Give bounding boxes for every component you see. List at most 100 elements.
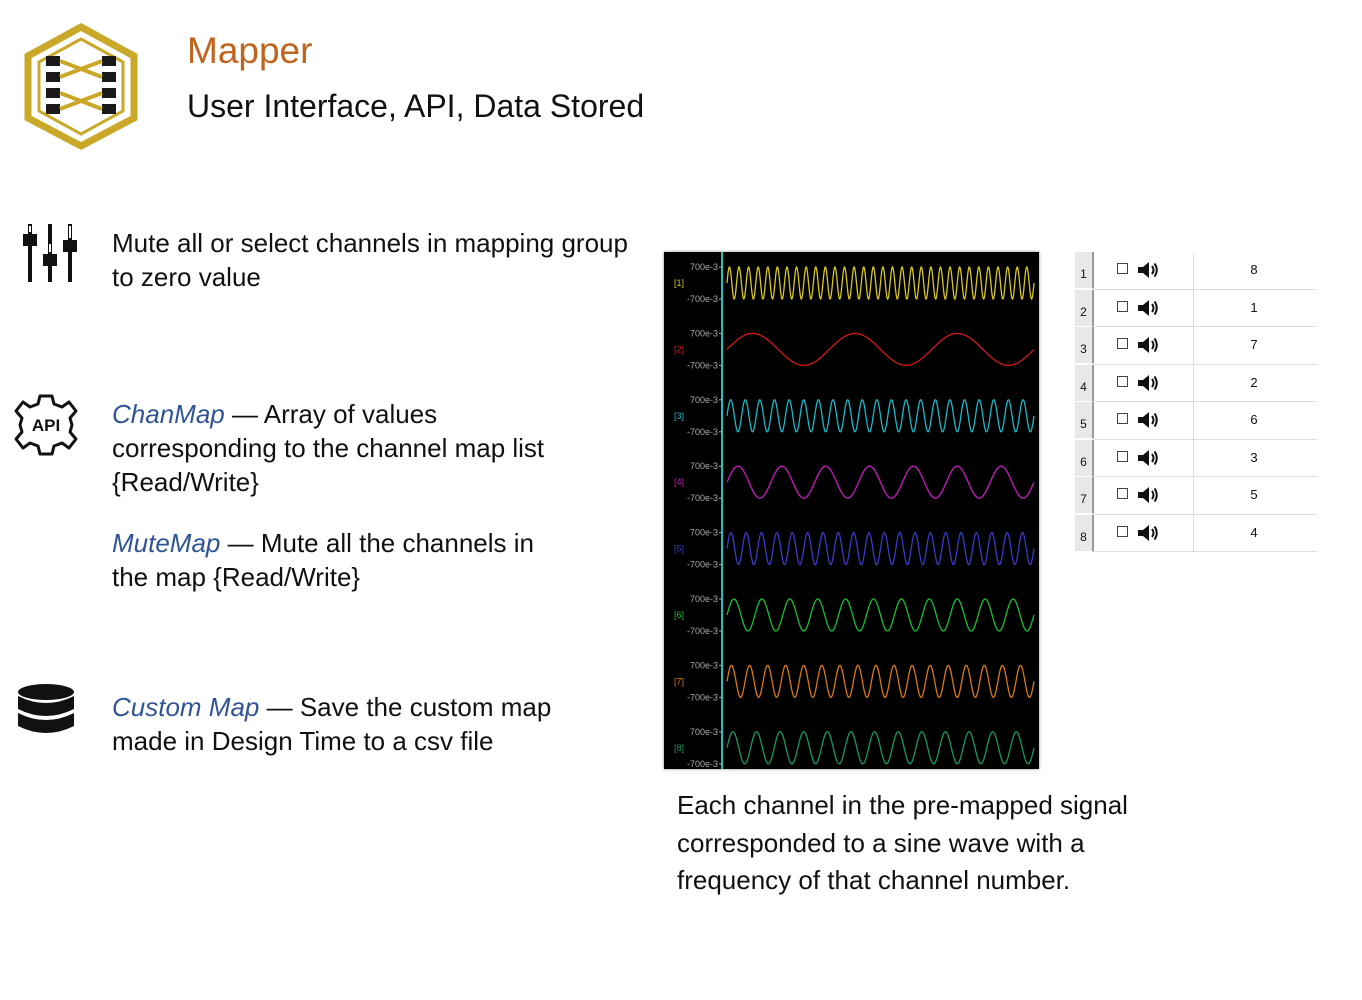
- chanmap-keyword: ChanMap: [112, 399, 225, 429]
- mutemap-line2: the map {Read/Write}: [112, 562, 361, 592]
- column-divider: [1193, 402, 1194, 439]
- ui-feature-line1: Mute all or select channels in mapping g…: [112, 228, 628, 258]
- tick-label-top: 700e-3: [690, 528, 718, 538]
- svg-text:API: API: [32, 416, 60, 435]
- mute-checkbox[interactable]: [1117, 375, 1128, 387]
- channel-label: [6]: [674, 610, 684, 620]
- tick-label-top: 700e-3: [690, 660, 718, 670]
- speaker-icon[interactable]: [1136, 410, 1160, 430]
- mutemap-line1: — Mute all the channels in: [220, 528, 535, 558]
- channel-value[interactable]: 6: [1250, 412, 1258, 427]
- caption: Each channel in the pre-mapped signal co…: [677, 787, 1237, 900]
- speaker-icon[interactable]: [1136, 523, 1160, 543]
- mute-checkbox[interactable]: [1117, 413, 1128, 424]
- tick-label-bottom: -700e-3: [687, 294, 718, 304]
- speaker-icon[interactable]: [1136, 298, 1160, 318]
- speaker-icon[interactable]: [1136, 260, 1160, 280]
- api-gear-icon: API: [14, 392, 78, 458]
- column-divider: [1193, 477, 1194, 514]
- mute-checkbox[interactable]: [1117, 263, 1128, 274]
- channel-label: [8]: [674, 743, 684, 753]
- chanmap-line2: corresponding to the channel map list: [112, 433, 545, 463]
- channel-value[interactable]: 7: [1250, 337, 1258, 352]
- waveform-svg: 700e-3-700e-3[1]700e-3-700e-3[2]700e-3-7…: [674, 252, 1035, 769]
- tick-label-bottom: -700e-3: [687, 759, 718, 769]
- channel-waveform: [726, 531, 1035, 566]
- custommap-keyword: Custom Map: [112, 692, 260, 722]
- mute-checkbox[interactable]: [1117, 300, 1128, 312]
- chanmap-text: ChanMap — Array of values corresponding …: [112, 397, 632, 499]
- database-icon: [16, 682, 76, 742]
- tick-label-top: 700e-3: [690, 727, 718, 737]
- row-divider: [1094, 551, 1317, 552]
- channel-label: [1]: [674, 278, 684, 288]
- mute-checkbox[interactable]: [1117, 488, 1128, 499]
- tick-label-bottom: -700e-3: [687, 692, 718, 702]
- caption-line3: frequency of that channel number.: [677, 865, 1071, 895]
- tick-label-bottom: -700e-3: [687, 560, 718, 570]
- speaker-icon[interactable]: [1136, 448, 1160, 468]
- speaker-icon[interactable]: [1136, 373, 1160, 393]
- channel-waveform: [726, 266, 1035, 300]
- waveform-graph: 700e-3-700e-3[1]700e-3-700e-3[2]700e-3-7…: [664, 252, 1039, 769]
- column-divider: [1193, 364, 1194, 402]
- row-index: 7: [1075, 477, 1094, 514]
- channel-waveform: [726, 399, 1035, 433]
- channel-label: [4]: [674, 477, 684, 487]
- mute-checkbox[interactable]: [1117, 450, 1128, 462]
- tick-label-top: 700e-3: [690, 594, 718, 604]
- row-index: 1: [1075, 252, 1094, 289]
- tick-label-bottom: -700e-3: [687, 493, 718, 503]
- channel-value[interactable]: 3: [1250, 449, 1258, 465]
- column-divider: [1193, 327, 1194, 364]
- custommap-text: Custom Map — Save the custom map made in…: [112, 690, 632, 758]
- column-divider: [1193, 514, 1194, 552]
- column-divider: [1193, 289, 1194, 327]
- tick-label-bottom: -700e-3: [687, 360, 718, 370]
- chanmap-line1: — Array of values: [224, 399, 438, 429]
- row-divider: [1094, 438, 1317, 440]
- tick-label-top: 700e-3: [690, 262, 718, 272]
- row-divider: [1094, 326, 1317, 327]
- mute-checkbox[interactable]: [1117, 525, 1128, 537]
- row-index: 8: [1075, 514, 1094, 552]
- tick-label-bottom: -700e-3: [687, 626, 718, 636]
- channel-value[interactable]: 8: [1250, 262, 1258, 277]
- mapper-logo: [22, 22, 140, 150]
- caption-line1: Each channel in the pre-mapped signal: [677, 790, 1128, 820]
- caption-line2: corresponded to a sine wave with a: [677, 827, 1085, 858]
- channel-waveform: [726, 598, 1035, 632]
- channel-label: [2]: [674, 344, 684, 354]
- chanmap-line3: {Read/Write}: [112, 467, 259, 497]
- tick-label-top: 700e-3: [690, 461, 718, 471]
- page-subtitle: User Interface, API, Data Stored: [187, 88, 645, 124]
- channel-value[interactable]: 5: [1250, 487, 1258, 502]
- row-divider: [1094, 288, 1317, 290]
- channel-label: [7]: [674, 676, 684, 686]
- row-divider: [1094, 363, 1317, 365]
- channel-value[interactable]: 4: [1250, 524, 1258, 540]
- ui-feature-line2: to zero value: [112, 262, 261, 292]
- row-index: 6: [1075, 439, 1094, 477]
- mute-checkbox[interactable]: [1117, 338, 1128, 349]
- channel-value[interactable]: 2: [1250, 374, 1258, 390]
- channel-value[interactable]: 1: [1250, 299, 1258, 315]
- channel-label: [3]: [674, 411, 684, 421]
- channel-waveform: [726, 332, 1035, 367]
- row-index: 4: [1075, 364, 1094, 402]
- tick-label-top: 700e-3: [690, 328, 718, 338]
- speaker-icon[interactable]: [1136, 485, 1160, 505]
- mutemap-text: MuteMap — Mute all the channels in the m…: [112, 526, 632, 594]
- ui-feature-text: Mute all or select channels in mapping g…: [112, 226, 692, 294]
- speaker-icon[interactable]: [1136, 335, 1160, 355]
- tick-label-bottom: -700e-3: [687, 427, 718, 437]
- channel-label: [5]: [674, 544, 684, 554]
- channel-waveform: [726, 465, 1035, 499]
